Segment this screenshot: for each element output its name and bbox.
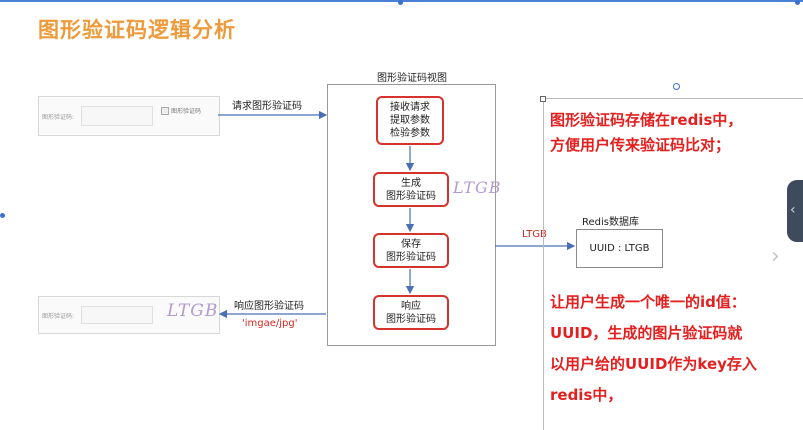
note-line: 方便用户传来验证码比对； — [550, 136, 731, 154]
chevron-right-icon[interactable]: › — [771, 244, 780, 269]
request-captcha-label: 请求图形验证码 — [232, 101, 302, 112]
note-line: redis中， — [550, 386, 623, 404]
captcha-image-alt: 图形验证码 — [171, 108, 202, 115]
captcha-input[interactable] — [81, 106, 153, 126]
rotation-handle[interactable] — [673, 83, 680, 90]
redis-entry: UUID : LTGB — [589, 243, 650, 254]
captcha-image: LTGB — [167, 301, 219, 321]
captcha-image-placeholder[interactable]: 图形验证码 — [161, 106, 201, 115]
broken-image-icon — [161, 106, 169, 115]
slide-edge-handle[interactable] — [0, 213, 5, 218]
captcha-view-title: 图形验证码视图 — [377, 73, 447, 84]
step-line: 检验参数 — [390, 128, 430, 139]
response-captcha-panel: 图形验证码: LTGB — [38, 296, 220, 334]
captcha-field-label: 图形验证码: — [42, 114, 75, 121]
slide-edge-handle[interactable] — [795, 0, 800, 5]
to-redis-captcha-label: LTGB — [522, 229, 547, 240]
step-generate-captcha: 生成 图形验证码 — [373, 172, 449, 207]
chevron-left-icon: ‹ — [790, 202, 796, 218]
step-line: 保存 — [401, 238, 421, 250]
captcha-input[interactable] — [81, 306, 153, 324]
note-line: 图形验证码存储在redis中， — [550, 111, 743, 129]
step-line: 生成 — [401, 177, 421, 189]
step-line: 响应 — [401, 300, 421, 312]
slide-edge-handle[interactable] — [398, 0, 403, 5]
note-group-storage: 图形验证码存储在redis中， 方便用户传来验证码比对； — [550, 108, 742, 158]
step-line: 提取参数 — [390, 115, 430, 126]
side-panel-tab[interactable] — [787, 180, 803, 242]
note-textbox[interactable] — [543, 98, 803, 430]
step-save-captcha: 保存 图形验证码 — [373, 233, 449, 268]
step-line: 图形验证码 — [386, 190, 436, 202]
step-respond-captcha: 响应 图形验证码 — [373, 295, 449, 330]
generated-captcha-image: LTGB — [453, 178, 502, 197]
step-line: 图形验证码 — [386, 313, 436, 325]
step-receive-request: 接收请求 提取参数 检验参数 — [376, 96, 444, 145]
slide-title: 图形验证码逻辑分析 — [38, 18, 236, 42]
note-line: 让用户生成一个唯一的id值： — [550, 293, 746, 311]
response-captcha-label: 响应图形验证码 — [234, 301, 304, 312]
redis-db-title: Redis数据库 — [582, 217, 639, 228]
step-line: 接收请求 — [390, 102, 430, 113]
captcha-field-label: 图形验证码: — [42, 313, 75, 320]
selection-handle[interactable] — [540, 96, 546, 102]
note-group-uuid: 让用户生成一个唯一的id值： UUID，生成的图片验证码就 以用户给的UUID作… — [550, 287, 757, 411]
step-line: 图形验证码 — [386, 251, 436, 263]
note-line: UUID，生成的图片验证码就 — [550, 324, 743, 342]
redis-db-box: UUID : LTGB — [576, 229, 663, 268]
request-captcha-panel: 图形验证码: 图形验证码 — [38, 96, 220, 136]
note-line: 以用户给的UUID作为key存入 — [550, 355, 757, 373]
mime-type-label: 'imgae/jpg' — [242, 318, 298, 329]
